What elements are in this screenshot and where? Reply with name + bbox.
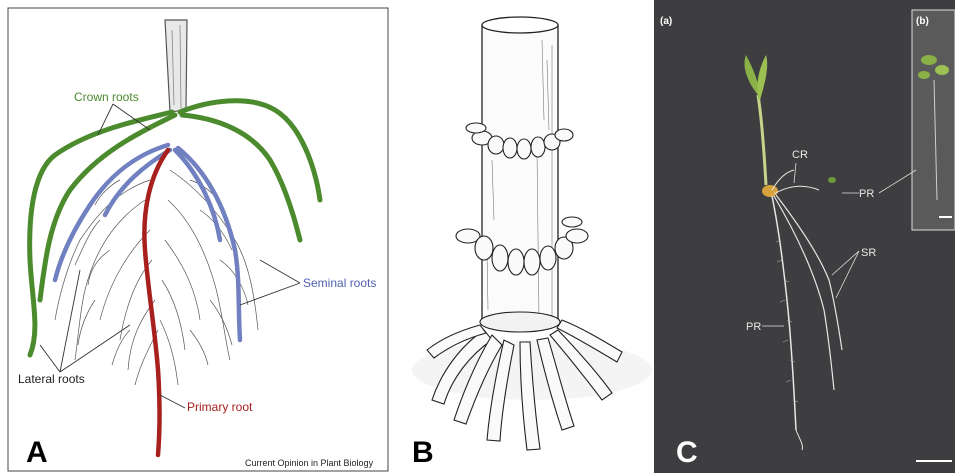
panel-b-svg: B — [392, 0, 654, 473]
source-credit: Current Opinion in Plant Biology — [245, 458, 374, 468]
label-lateral-roots: Lateral roots — [18, 372, 85, 386]
label-seminal-roots: Seminal roots — [303, 276, 376, 290]
panel-c-svg: (b) (a) — [654, 0, 955, 473]
panel-a-root-diagram: Crown roots Seminal roots Lateral roots … — [0, 0, 392, 473]
subpanel-b-label: (b) — [916, 16, 929, 27]
label-sr: SR — [861, 247, 876, 259]
panel-c-seedling-photo: (b) (a) — [654, 0, 955, 473]
panel-letter-b: B — [412, 436, 434, 469]
label-crown-roots: Crown roots — [74, 90, 139, 104]
subpanel-a-label: (a) — [660, 16, 672, 27]
panel-letter-c: C — [676, 436, 698, 469]
label-pr-top: PR — [859, 188, 874, 200]
inset-b-frame — [912, 10, 955, 230]
label-cr: CR — [792, 149, 808, 161]
panel-a-svg: Crown roots Seminal roots Lateral roots … — [0, 0, 392, 473]
stem-cylinder — [482, 25, 558, 325]
seed — [762, 185, 778, 197]
stem-top — [482, 17, 558, 33]
small-seedling — [828, 177, 836, 183]
label-pr-bottom: PR — [746, 321, 761, 333]
label-primary-root: Primary root — [187, 400, 253, 414]
stem-base — [480, 312, 560, 332]
panel-letter-a: A — [26, 436, 48, 469]
panel-b-stem-drawing: B — [392, 0, 654, 473]
photo-background — [654, 0, 955, 473]
